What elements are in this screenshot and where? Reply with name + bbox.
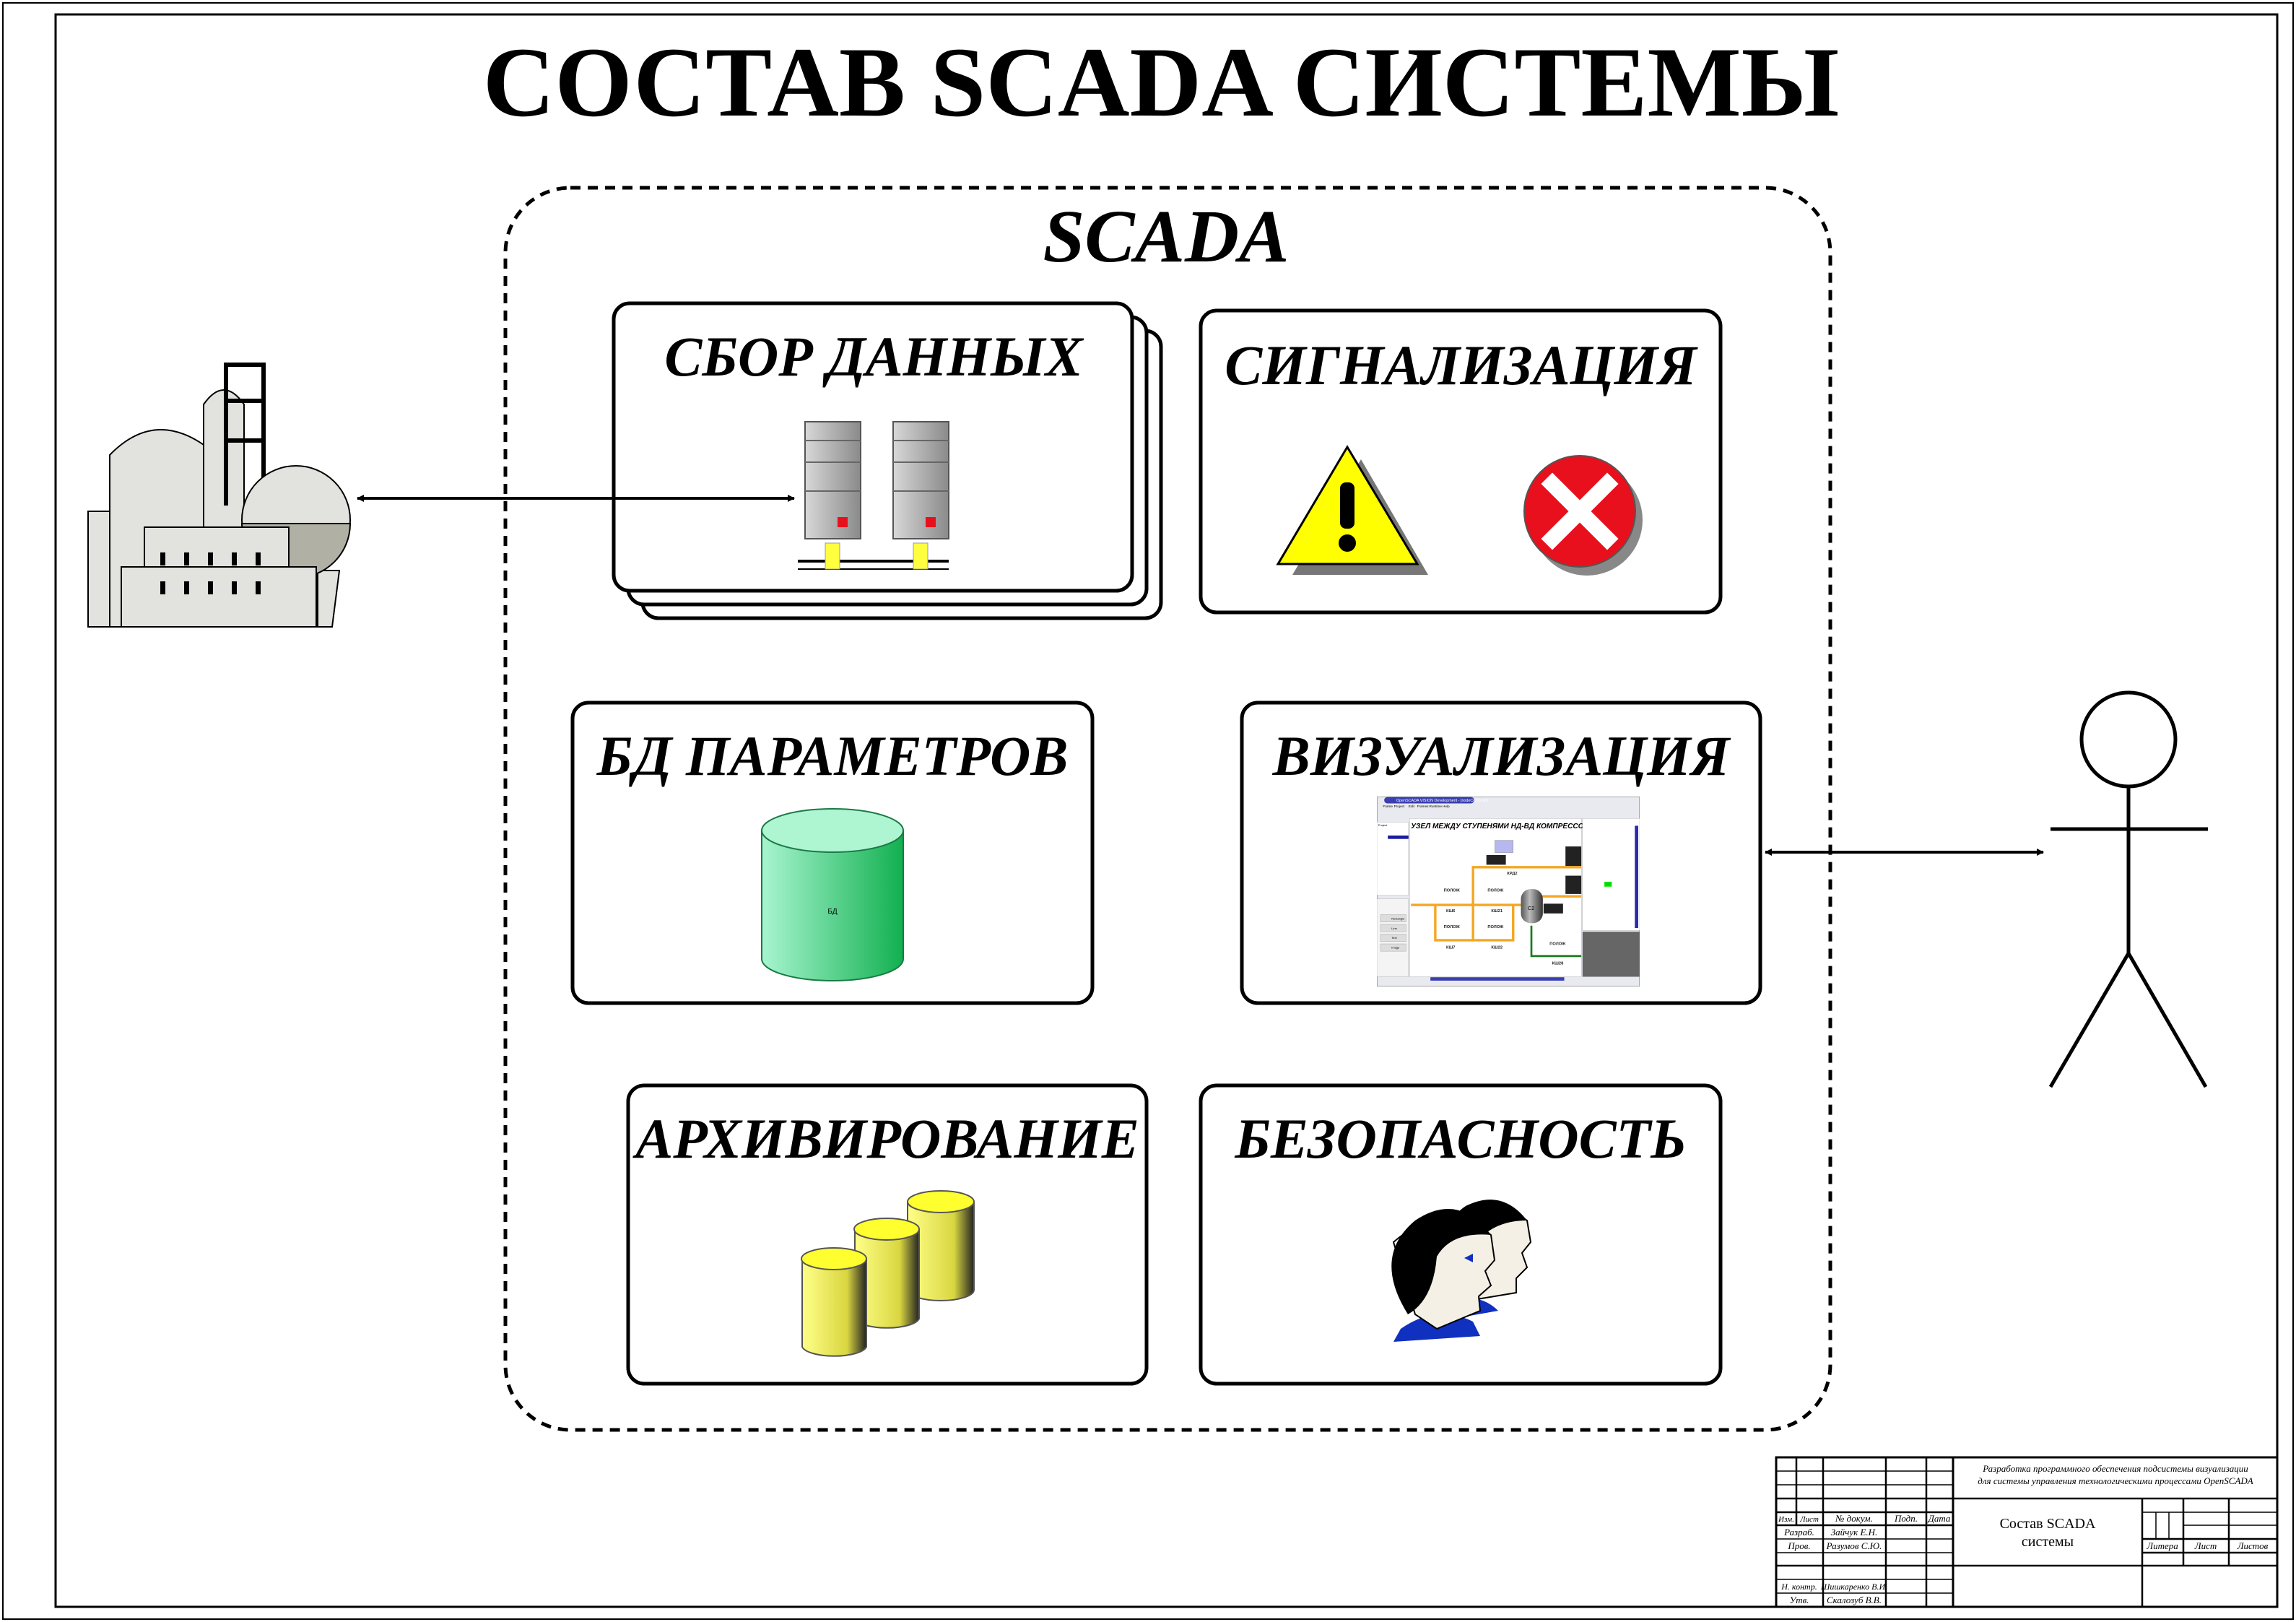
svg-text:Разраб.: Разраб.	[1783, 1527, 1814, 1538]
svg-text:ПОЛОЖ: ПОЛОЖ	[1487, 925, 1504, 929]
error-icon	[1523, 455, 1643, 576]
svg-text:Н. контр.: Н. контр.	[1780, 1582, 1817, 1592]
svg-text:Листов: Листов	[2237, 1540, 2269, 1551]
operator-icon	[2048, 690, 2208, 1088]
svg-text:Разумов С.Ю.: Разумов С.Ю.	[1826, 1540, 1882, 1551]
warning-icon	[1276, 445, 1428, 575]
svg-text:Text: Text	[1391, 936, 1397, 940]
block-title: СБОР ДАННЫХ	[664, 325, 1084, 388]
hmi-screenshot: OpenSCADA VISION Development - [nodeComp…	[1377, 797, 1640, 986]
svg-text:Line: Line	[1391, 927, 1397, 930]
svg-text:Скалозуб В.В.: Скалозуб В.В.	[1827, 1595, 1882, 1605]
svg-text:Дата: Дата	[1927, 1513, 1951, 1524]
archive-icon	[801, 1190, 975, 1357]
database-label: БД	[827, 908, 838, 916]
svg-text:КШ28: КШ28	[1552, 962, 1564, 966]
svg-text:ПОЛОЖ: ПОЛОЖ	[1487, 888, 1504, 893]
users-icon	[1391, 1200, 1532, 1342]
drawing-frame	[54, 13, 2279, 1608]
svg-text:Изм.: Изм.	[1778, 1515, 1794, 1524]
block-title: БД ПАРАМЕТРОВ	[596, 724, 1069, 787]
svg-text:Image: Image	[1391, 946, 1400, 950]
svg-text:КШ21: КШ21	[1491, 909, 1503, 914]
svg-text:Лист: Лист	[2194, 1540, 2217, 1551]
server-icon	[892, 421, 949, 570]
scada-container	[503, 186, 1832, 1432]
title-block-text: Разработка программного обеспечения подс…	[1778, 1463, 2269, 1605]
svg-text:КШ6: КШ6	[1446, 909, 1455, 914]
block-parameter-db: БД ПАРАМЕТРОВ БД	[570, 701, 1095, 1005]
svg-text:C2: C2	[1528, 905, 1534, 911]
block-archiving: АРХИВИРОВАНИЕ	[626, 1083, 1149, 1386]
project-line-2: для системы управления технологическими …	[1978, 1475, 2253, 1486]
project-line-1: Разработка программного обеспечения подс…	[1982, 1463, 2248, 1474]
svg-text:Пров.: Пров.	[1787, 1540, 1810, 1551]
svg-text:ПОЛОЖ: ПОЛОЖ	[1444, 888, 1461, 893]
server-icon	[798, 421, 949, 570]
svg-text:Project: Project	[1378, 823, 1388, 827]
svg-text:Литера: Литера	[2146, 1540, 2178, 1551]
svg-text:Edit: Edit	[1409, 805, 1415, 808]
svg-text:Шишкаренко В.И.: Шишкаренко В.И.	[1820, 1582, 1887, 1592]
svg-text:Help: Help	[1443, 805, 1450, 808]
svg-text:Project: Project	[1394, 805, 1405, 808]
scada-label: SCADA	[1043, 195, 1289, 278]
block-title: АРХИВИРОВАНИЕ	[632, 1107, 1139, 1170]
svg-text:Лист: Лист	[1799, 1515, 1819, 1524]
block-alarms: СИГНАЛИЗАЦИЯ	[1199, 308, 1723, 615]
svg-text:Подп.: Подп.	[1894, 1513, 1918, 1524]
block-visualization: ВИЗУАЛИЗАЦИЯ OpenSCADA VISION Developmen…	[1240, 701, 1762, 1005]
block-security: БЕЗОПАСНОСТЬ	[1199, 1083, 1723, 1386]
svg-text:Frames: Frames	[1417, 805, 1430, 808]
svg-text:OpenSCADA VISION Development -: OpenSCADA VISION Development - [nodeComp…	[1396, 799, 1489, 803]
document-name-2: системы	[2022, 1534, 2074, 1550]
svg-text:КШ22: КШ22	[1491, 946, 1503, 950]
factory-icon	[87, 363, 352, 628]
block-title: СИГНАЛИЗАЦИЯ	[1225, 334, 1698, 396]
svg-text:УЗЕЛ МЕЖДУ СТУПЕНЯМИ НД-ВД КОМ: УЗЕЛ МЕЖДУ СТУПЕНЯМИ НД-ВД КОМПРЕССОР	[1411, 823, 1588, 830]
title-block	[1775, 1456, 2279, 1608]
block-title: ВИЗУАЛИЗАЦИЯ	[1272, 724, 1731, 787]
svg-text:КРД2: КРД2	[1507, 872, 1517, 876]
svg-text:ПОЛОЖ: ПОЛОЖ	[1444, 925, 1461, 929]
svg-text:КШ7: КШ7	[1446, 946, 1455, 950]
svg-text:Зайчук Е.Н.: Зайчук Е.Н.	[1831, 1527, 1878, 1538]
block-title: БЕЗОПАСНОСТЬ	[1234, 1107, 1686, 1170]
svg-text:Утв.: Утв.	[1789, 1595, 1809, 1605]
page-title: СОСТАВ SCADA СИСТЕМЫ	[483, 27, 1840, 137]
document-name: Состав SCADA	[2000, 1516, 2096, 1532]
svg-text:№ докум.: № докум.	[1835, 1513, 1873, 1524]
database-icon: БД	[761, 808, 904, 981]
svg-text:Frame: Frame	[1383, 805, 1393, 808]
block-data-collection: СБОР ДАННЫХ	[612, 301, 1163, 620]
svg-text:Rectangle: Rectangle	[1391, 916, 1405, 920]
svg-text:Runtime: Runtime	[1429, 805, 1442, 808]
svg-text:ПОЛОЖ: ПОЛОЖ	[1549, 942, 1566, 947]
